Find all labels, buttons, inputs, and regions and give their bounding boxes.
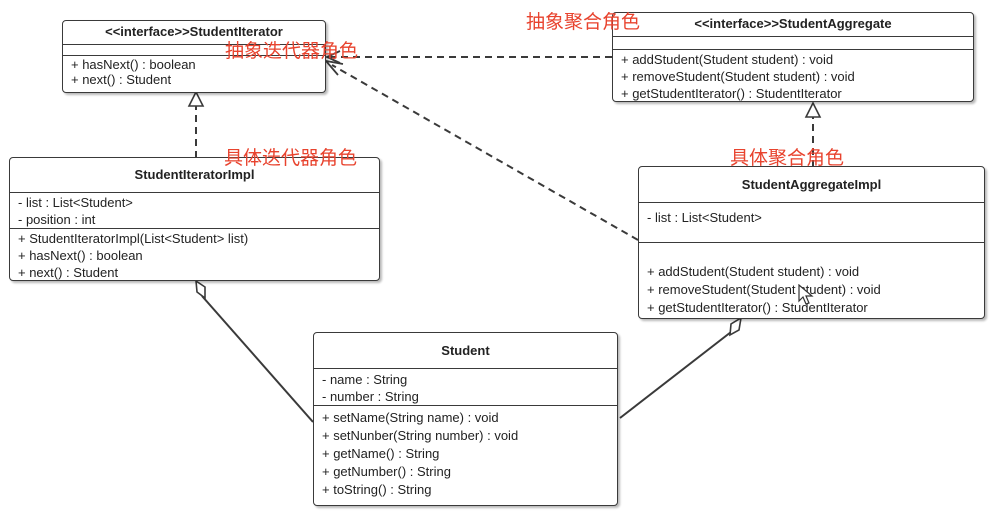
dependency-aggregate-iterator-arrowhead xyxy=(324,50,341,64)
attribute: - position : int xyxy=(18,212,96,227)
attribute: - number : String xyxy=(322,389,419,404)
aggregation-iterator-diamond xyxy=(195,279,206,300)
class-student-aggregate[interactable]: <<interface>>StudentAggregate + addStude… xyxy=(612,12,974,102)
annotation-concrete-aggregate: 具体聚合角色 xyxy=(730,147,845,169)
method: + setName(String name) : void xyxy=(322,410,499,425)
class-student-iterator[interactable]: <<interface>>StudentIterator + hasNext()… xyxy=(62,20,326,93)
attribute: - name : String xyxy=(322,372,408,387)
aggregation-aggregate-student-line xyxy=(619,331,732,419)
methods-section: + addStudent(Student student) : void + r… xyxy=(613,49,973,102)
class-title: <<interface>>StudentIterator xyxy=(105,24,283,39)
attributes-section: - list : List<Student> xyxy=(639,202,984,242)
method: + hasNext() : boolean xyxy=(71,57,196,72)
class-student[interactable]: Student - name : String - number : Strin… xyxy=(313,332,618,506)
attributes-section: - list : List<Student> - position : int xyxy=(10,192,379,228)
method: + StudentIteratorImpl(List<Student> list… xyxy=(18,231,249,246)
method: + getStudentIterator() : StudentIterator xyxy=(621,86,842,101)
method: + addStudent(Student student) : void xyxy=(647,264,860,279)
methods-section: + setName(String name) : void + setNunbe… xyxy=(314,405,617,499)
method: + addStudent(Student student) : void xyxy=(621,52,834,67)
class-title: Student xyxy=(441,343,490,358)
class-student-aggregate-impl[interactable]: StudentAggregateImpl - list : List<Stude… xyxy=(638,166,985,319)
method: + setNunber(String number) : void xyxy=(322,428,519,443)
method: + next() : Student xyxy=(71,72,172,87)
attribute: - list : List<Student> xyxy=(18,195,133,210)
method: + removeStudent(Student student) : void xyxy=(647,282,881,297)
realization-aggregate-arrowhead xyxy=(804,101,822,118)
class-title: StudentIteratorImpl xyxy=(134,167,255,182)
attribute: - list : List<Student> xyxy=(647,210,762,225)
class-title: StudentAggregateImpl xyxy=(741,177,882,192)
methods-section: + StudentIteratorImpl(List<Student> list… xyxy=(10,228,379,281)
realization-iterator-arrowhead xyxy=(187,90,205,107)
annotation-abstract-aggregate: 抽象聚合角色 xyxy=(526,11,641,33)
method: + getNumber() : String xyxy=(322,464,451,479)
methods-section: + hasNext() : boolean + next() : Student xyxy=(63,55,325,87)
method: + hasNext() : boolean xyxy=(18,248,143,263)
mouse-cursor-icon xyxy=(798,284,814,305)
method: + next() : Student xyxy=(18,265,119,280)
methods-section: + addStudent(Student student) : void + r… xyxy=(639,242,984,317)
attributes-section xyxy=(613,36,973,49)
method: + removeStudent(Student student) : void xyxy=(621,69,855,84)
method: + getStudentIterator() : StudentIterator xyxy=(647,300,868,315)
class-student-iterator-impl[interactable]: StudentIteratorImpl - list : List<Studen… xyxy=(9,157,380,281)
annotation-abstract-iterator: 抽象迭代器角色 xyxy=(225,40,359,62)
aggregation-aggregate-diamond xyxy=(729,316,743,337)
attributes-section: - name : String - number : String xyxy=(314,368,617,405)
class-title: <<interface>>StudentAggregate xyxy=(694,16,892,31)
method: + toString() : String xyxy=(322,482,432,497)
dependency-impl-iterator-arrowhead xyxy=(323,59,344,76)
attributes-section xyxy=(63,44,325,55)
dependency-impl-iterator-line xyxy=(331,64,639,241)
annotation-concrete-iterator: 具体迭代器角色 xyxy=(224,147,358,169)
method: + getName() : String xyxy=(322,446,440,461)
aggregation-iterator-student-line xyxy=(201,295,314,423)
